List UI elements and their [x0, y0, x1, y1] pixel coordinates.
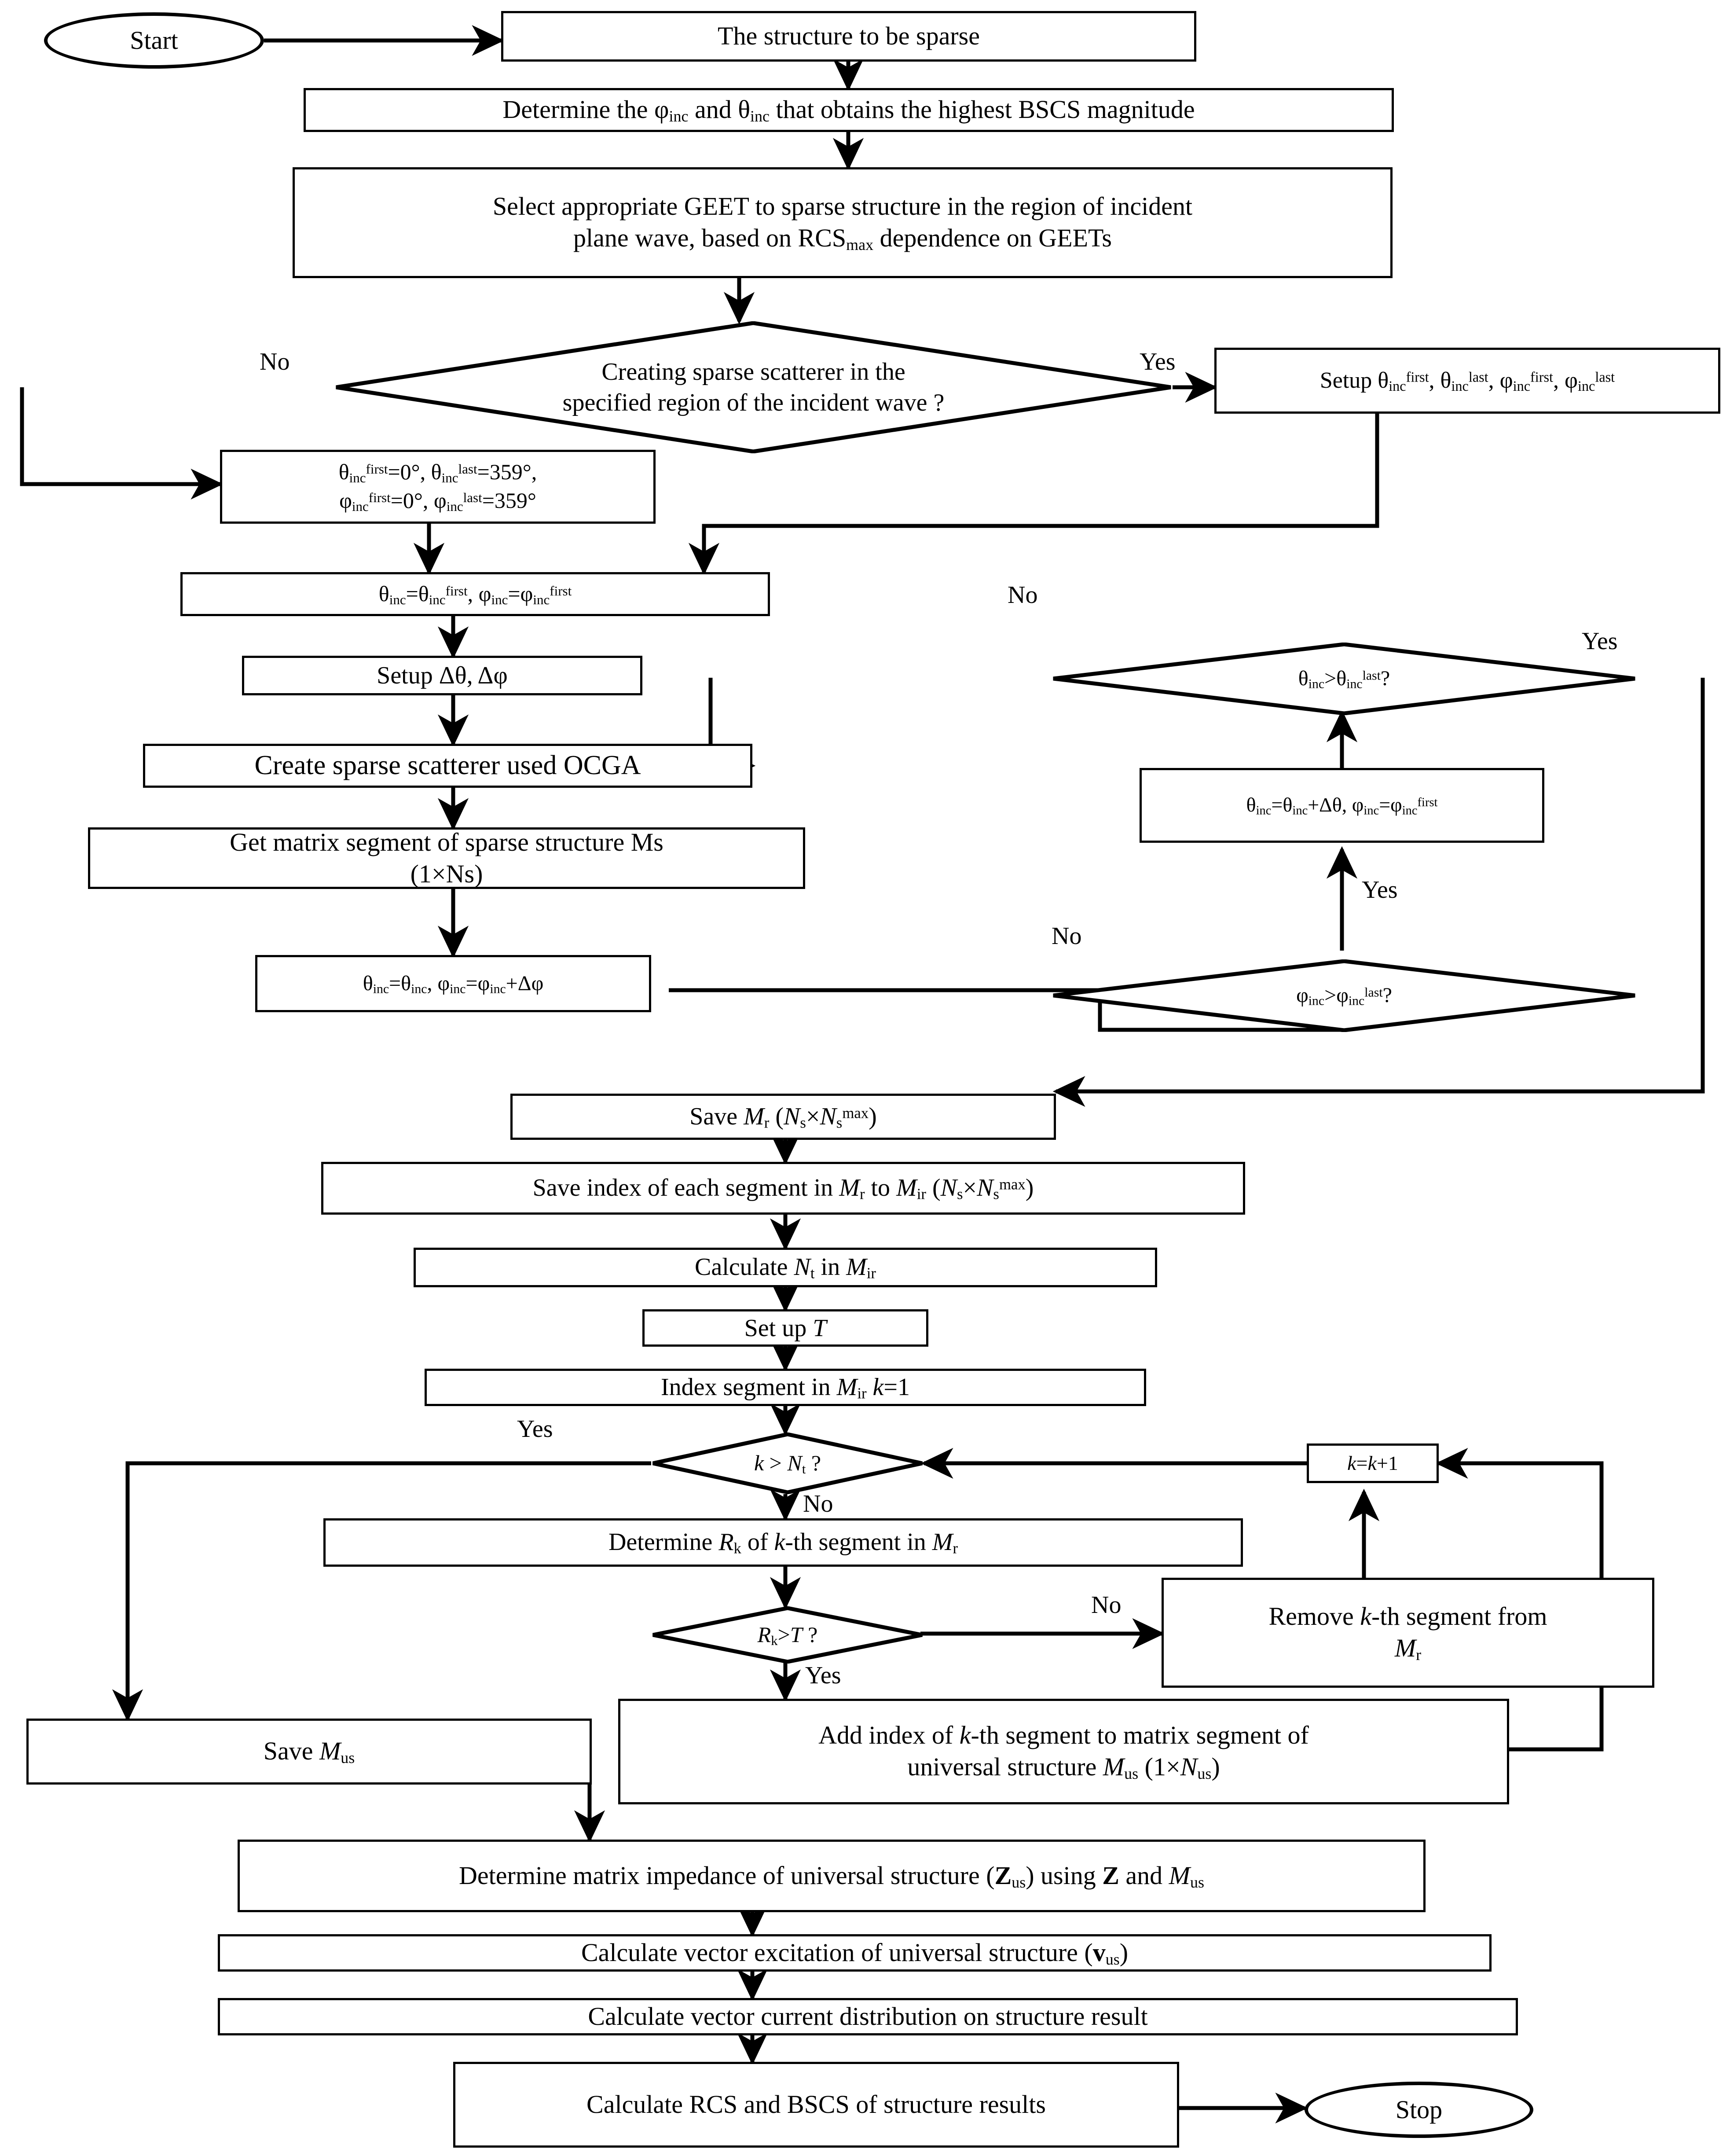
creating-sparse-line2: specified region of the incident wave ? — [562, 389, 945, 416]
determine-phi-theta-box: Determine the φinc and θinc that obtains… — [304, 88, 1394, 132]
create-sparse-ocga-label: Create sparse scatterer used OCGA — [254, 750, 641, 781]
create-sparse-ocga-box: Create sparse scatterer used OCGA — [143, 744, 752, 788]
stop-terminator: Stop — [1305, 2082, 1533, 2138]
k-gt-nt-diamond-shape — [652, 1432, 923, 1494]
start-label: Start — [130, 26, 178, 55]
save-mus-box: Save Mus — [26, 1719, 592, 1785]
phi-gt-last-decision: φinc>φinclast? — [1052, 959, 1637, 1032]
determine-zus-label: Determine matrix impedance of universal … — [459, 1861, 1204, 1891]
add-index-box: Add index of k-th segment to matrix segm… — [618, 1699, 1509, 1804]
init-inc-label: θinc=θincfirst, φinc=φincfirst — [378, 581, 572, 607]
remove-segment-line1: Remove k-th segment from — [1268, 1601, 1547, 1631]
save-mr-label: Save Mr (Ns×Nsmax) — [689, 1102, 877, 1131]
rk-gt-t-label: Rk>T ? — [757, 1622, 818, 1648]
save-mr-box: Save Mr (Ns×Nsmax) — [510, 1094, 1056, 1140]
calculate-current-box: Calculate vector current distribution on… — [218, 1998, 1518, 2035]
add-index-line2: universal structure Mus (1×Nus) — [907, 1752, 1220, 1783]
edge-label-creating-yes: Yes — [1140, 348, 1176, 375]
edge-label-theta-yes: Yes — [1582, 628, 1618, 655]
edge-label-theta-no: No — [1008, 581, 1038, 609]
creating-sparse-line1: Creating sparse scatterer in the — [601, 358, 905, 386]
remove-segment-line2: Mr — [1394, 1634, 1422, 1664]
theta-gt-last-decision: θinc>θinclast? — [1052, 643, 1637, 715]
increment-phi-box: θinc=θinc, φinc=φinc+Δφ — [255, 955, 651, 1012]
k-increment-label: k=k+1 — [1347, 1452, 1398, 1475]
calculate-current-label: Calculate vector current distribution on… — [588, 2002, 1148, 2031]
save-index-mir-label: Save index of each segment in Mr to Mir … — [532, 1174, 1034, 1203]
calculate-nt-box: Calculate Nt in Mir — [414, 1248, 1157, 1287]
calculate-vus-label: Calculate vector excitation of universal… — [581, 1938, 1129, 1968]
remove-segment-box: Remove k-th segment from Mr — [1162, 1578, 1654, 1688]
get-matrix-line1: Get matrix segment of sparse structure M… — [230, 827, 663, 856]
determine-rk-box: Determine Rk of k-th segment in Mr — [323, 1518, 1243, 1567]
edge-label-phi-no: No — [1052, 922, 1082, 950]
set-up-t-label: Set up T — [744, 1314, 827, 1342]
select-geet-line2: plane wave, based on RCSmax dependence o… — [573, 224, 1112, 254]
determine-rk-label: Determine Rk of k-th segment in Mr — [608, 1528, 958, 1557]
determine-zus-box: Determine matrix impedance of universal … — [238, 1840, 1426, 1912]
increment-theta-reset-phi-label: θinc=θinc+Δθ, φinc=φincfirst — [1246, 793, 1438, 818]
setup-inc-ranges-box: Setup θincfirst, θinclast, φincfirst, φi… — [1214, 348, 1720, 414]
calculate-rcs-bscs-label: Calculate RCS and BSCS of structure resu… — [586, 2090, 1046, 2119]
setup-deltas-label: Setup Δθ, Δφ — [377, 662, 508, 689]
edge-label-k-no: No — [803, 1490, 833, 1517]
phi-gt-last-diamond-shape — [1053, 959, 1635, 1032]
setup-deltas-box: Setup Δθ, Δφ — [242, 656, 642, 695]
init-inc-box: θinc=θincfirst, φinc=φincfirst — [180, 572, 770, 616]
set-up-t-box: Set up T — [642, 1309, 928, 1347]
calculate-vus-box: Calculate vector excitation of universal… — [218, 1934, 1492, 1972]
get-matrix-segment-box: Get matrix segment of sparse structure M… — [88, 827, 805, 889]
edge-label-rk-yes: Yes — [805, 1662, 841, 1689]
edge-label-creating-no: No — [260, 348, 290, 375]
determine-phi-theta-label: Determine the φinc and θinc that obtains… — [502, 95, 1195, 125]
select-geet-line1: Select appropriate GEET to sparse struct… — [492, 191, 1193, 220]
get-matrix-line2: (1×Ns) — [410, 859, 483, 888]
creating-sparse-decision: Creating sparse scatterer in the specifi… — [334, 321, 1173, 453]
add-index-line1: Add index of k-th segment to matrix segm… — [818, 1720, 1309, 1749]
k-gt-nt-decision: k > Nt ? — [651, 1432, 924, 1494]
index-segment-box: Index segment in Mir k=1 — [425, 1369, 1146, 1406]
edge-label-rk-no: No — [1091, 1591, 1122, 1619]
increment-theta-reset-phi-box: θinc=θinc+Δθ, φinc=φincfirst — [1140, 768, 1544, 843]
start-terminator: Start — [44, 12, 264, 69]
edge-label-k-yes: Yes — [517, 1415, 553, 1443]
index-segment-label: Index segment in Mir k=1 — [660, 1373, 910, 1402]
select-geet-box: Select appropriate GEET to sparse struct… — [293, 167, 1393, 278]
calculate-rcs-bscs-box: Calculate RCS and BSCS of structure resu… — [453, 2062, 1179, 2148]
increment-phi-label: θinc=θinc, φinc=φinc+Δφ — [363, 971, 544, 996]
edge-label-phi-yes: Yes — [1362, 876, 1398, 904]
rk-gt-t-decision: Rk>T ? — [651, 1606, 924, 1664]
creating-sparse-diamond-shape — [336, 321, 1171, 453]
phi-gt-last-label: φinc>φinclast? — [1296, 984, 1392, 1008]
theta-gt-last-label: θinc>θinclast? — [1298, 667, 1390, 691]
default-ranges-line2: φincfirst=0°, φinclast=359° — [339, 488, 536, 514]
save-index-mir-box: Save index of each segment in Mr to Mir … — [321, 1162, 1245, 1215]
theta-gt-last-diamond-shape — [1053, 643, 1635, 715]
save-mus-label: Save Mus — [263, 1737, 355, 1767]
structure-to-be-sparse-box: The structure to be sparse — [501, 11, 1196, 62]
structure-to-be-sparse-label: The structure to be sparse — [718, 22, 980, 51]
stop-label: Stop — [1395, 2095, 1443, 2124]
k-increment-box: k=k+1 — [1307, 1443, 1439, 1483]
k-gt-nt-label: k > Nt ? — [754, 1450, 821, 1477]
default-ranges-line1: θincfirst=0°, θinclast=359°, — [338, 459, 537, 486]
calculate-nt-label: Calculate Nt in Mir — [695, 1253, 876, 1282]
setup-inc-ranges-label: Setup θincfirst, θinclast, φincfirst, φi… — [1319, 368, 1615, 394]
default-ranges-box: θincfirst=0°, θinclast=359°, φincfirst=0… — [220, 450, 656, 524]
rk-gt-t-diamond-shape — [652, 1606, 923, 1664]
